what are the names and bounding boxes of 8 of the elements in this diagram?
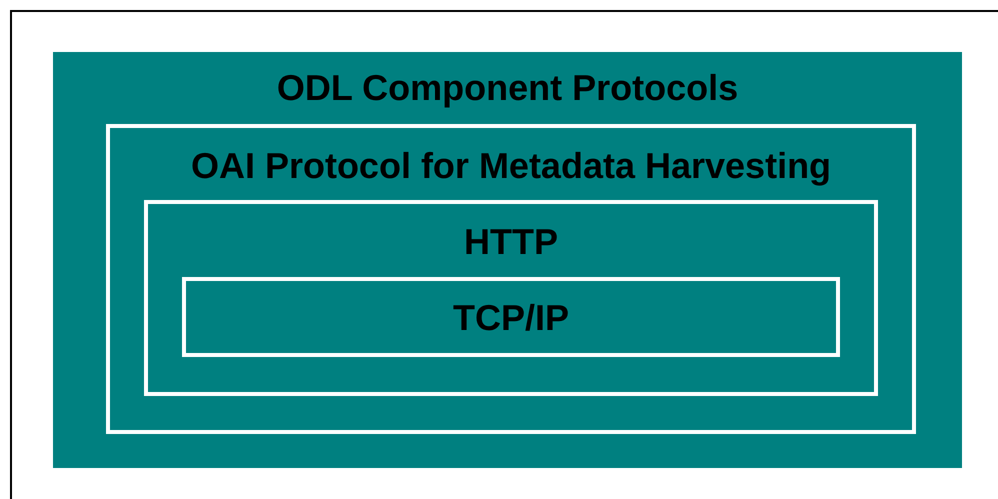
layer-title: TCP/IP — [452, 298, 569, 338]
protocol-layer-box — [53, 52, 962, 468]
protocol-layer-box — [106, 124, 916, 434]
layer-title: HTTP — [464, 222, 558, 262]
layer-title: OAI Protocol for Metadata Harvesting — [190, 146, 832, 186]
protocol-layer-box — [182, 277, 840, 357]
protocol-layer-box — [144, 200, 878, 396]
layer-title: ODL Component Protocols — [276, 68, 738, 108]
